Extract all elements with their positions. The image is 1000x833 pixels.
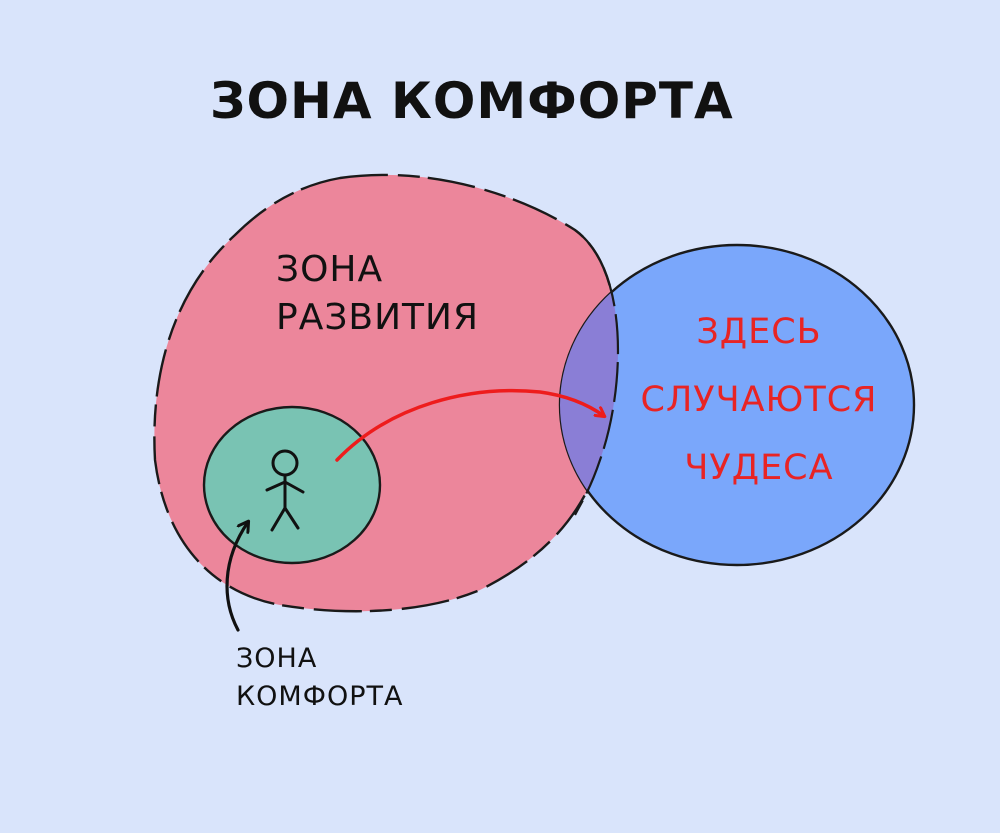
growth-zone-label-line: РАЗВИТИЯ [276, 297, 479, 338]
magic-zone-label-line: ЗДЕСЬ [696, 312, 822, 352]
comfort-zone-caption: ЗОНА КОМФОРТА [236, 640, 403, 716]
magic-zone-label-line: ЧУДЕСА [684, 448, 834, 488]
page-title: ЗОНА КОМФОРТА [210, 72, 734, 130]
stick-figure-icon [265, 449, 305, 532]
comfort-zone-caption-line: КОМФОРТА [236, 681, 404, 712]
magic-zone-label: ЗДЕСЬ СЛУЧАЮТСЯ ЧУДЕСА [628, 298, 890, 502]
magic-zone-label-line: СЛУЧАЮТСЯ [640, 380, 878, 420]
comfort-zone-caption-line: ЗОНА [236, 643, 318, 674]
growth-zone-label: ЗОНА РАЗВИТИЯ [276, 246, 479, 342]
pointer-arrow-icon [225, 522, 248, 632]
growth-zone-label-line: ЗОНА [276, 249, 384, 290]
growth-zone-edge [574, 229, 620, 516]
curved-arrow-icon [335, 388, 604, 462]
